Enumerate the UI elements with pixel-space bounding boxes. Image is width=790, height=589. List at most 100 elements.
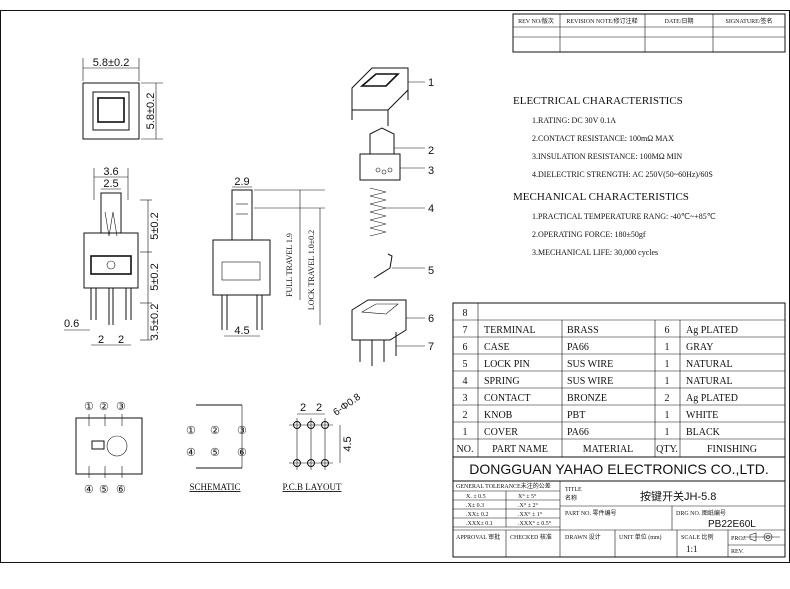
- sheet-border: [0, 10, 790, 563]
- balloon-5: 5: [428, 265, 434, 277]
- tol-angle-4: .XXX° ± 0.5°: [518, 520, 552, 527]
- tol-linear-3: .XX± 0.2: [466, 512, 488, 518]
- company-name: DONGGUAN YAHAO ELECTRONICS CO.,LTD.: [469, 461, 769, 477]
- bom-row-3-qty: 2: [665, 393, 670, 404]
- dim-height-5-mid: 5±0.2: [149, 263, 161, 290]
- bom-row-1-part: COVER: [484, 427, 518, 438]
- bom-row-5-qty: 1: [665, 359, 670, 370]
- top-view: 5.8±0.2 5.8±0.2: [82, 57, 163, 140]
- schematic-pin-4: ④: [186, 447, 196, 459]
- mechanical-item-2: 2.OPERATING FORCE: 180±50gf: [532, 230, 646, 239]
- pcb-dim-hole: 6-Φ0.8: [331, 392, 363, 419]
- bom-header-qty: QTY.: [656, 444, 678, 455]
- pcb-dim-2a: 2: [300, 402, 306, 414]
- bom-row-7-qty: 6: [665, 325, 670, 336]
- schematic-pin-1: ①: [186, 425, 196, 437]
- schematic-view: ① ② ③ ④ ⑤ ⑥ SCHEMATIC: [186, 404, 247, 492]
- dim-top-width: 5.8±0.2: [93, 57, 130, 69]
- pcb-dim-4-5: 4.5: [342, 436, 354, 451]
- dim-side-2-9: 2.9: [234, 176, 249, 188]
- projection-symbol-icon: [744, 532, 780, 542]
- bom-row-7-finishing: Ag PLATED: [686, 325, 738, 336]
- dim-width-3-6: 3.6: [103, 166, 118, 178]
- title-block: DONGGUAN YAHAO ELECTRONICS CO.,LTD. GENE…: [452, 456, 786, 558]
- schematic-pin-6: ⑥: [237, 447, 247, 459]
- bom-row-2-finishing: WHITE: [686, 410, 718, 421]
- balloon-4: 4: [428, 203, 434, 215]
- bom-header-material: MATERIAL: [583, 444, 634, 455]
- dim-pin-0-6: 0.6: [64, 318, 79, 330]
- schematic-pin-2: ②: [210, 425, 220, 437]
- bom-row-4-material: SUS WIRE: [567, 376, 613, 387]
- revision-note-header: REVISION NOTE/修订注释: [566, 17, 637, 25]
- bom-row-1-finishing: BLACK: [686, 427, 721, 438]
- bom-row-7-part: TERMINAL: [484, 325, 536, 336]
- bom-row-1-no: 1: [463, 427, 468, 438]
- bom-row-5-material: SUS WIRE: [567, 359, 613, 370]
- bom-row-1-qty: 1: [665, 427, 670, 438]
- tol-angle-1: X° ± 5°: [518, 493, 537, 500]
- dim-side-4-5: 4.5: [234, 325, 249, 337]
- dim-height-5-top: 5±0.2: [149, 212, 161, 239]
- balloon-7: 7: [428, 341, 434, 353]
- bom-row-7-material: BRASS: [567, 325, 599, 336]
- characteristics-notes: ELECTRICAL CHARACTERISTICS 1.RATING: DC …: [513, 95, 716, 257]
- side-view: 2.9 4.5 FULL TRAVEL 1.9 LOCK TRAVEL 1.0±…: [212, 176, 325, 337]
- date-header: DATE/日期: [665, 17, 694, 25]
- tolerance-title: GENERAL TOLERANCE未注的公差: [456, 482, 551, 490]
- pin-5-label: ⑤: [99, 484, 109, 496]
- balloon-3: 3: [428, 165, 434, 177]
- bom-row-2-material: PBT: [567, 410, 585, 421]
- bom-table: 8 7 TERMINAL BRASS 6 Ag PLATED 6 CASE PA…: [452, 302, 786, 458]
- drg-no-value: PB22E60L: [708, 519, 756, 530]
- pcb-dim-2b: 2: [316, 402, 322, 414]
- exploded-view: 1 2 3 4 5 6 7: [351, 67, 434, 366]
- pin-3-label: ③: [116, 401, 126, 413]
- balloon-6: 6: [428, 313, 434, 325]
- mechanical-item-3: 3.MECHANICAL LIFE: 30,000 cycles: [532, 248, 658, 257]
- bom-row-4-part: SPRING: [484, 376, 520, 387]
- dim-lock-travel: LOCK TRAVEL 1.0±0.2: [307, 230, 316, 310]
- tol-linear-2: .X± 0.3: [466, 503, 484, 509]
- bom-row-4-finishing: NATURAL: [686, 376, 733, 387]
- pin-1-label: ①: [84, 401, 94, 413]
- scale-value: 1:1: [686, 544, 698, 554]
- tol-linear-1: X. ± 0.5: [466, 494, 486, 500]
- mechanical-item-1: 1.PRACTICAL TEMPERATURE RANG: -40℃~+85℃: [532, 212, 716, 221]
- revision-table: REV NO/版次 REVISION NOTE/修订注释 DATE/日期 SIG…: [512, 13, 786, 53]
- title-value: 按键开关JH-5.8: [640, 489, 716, 503]
- title-label: TITLE: [565, 487, 582, 493]
- bom-row-4-qty: 1: [665, 376, 670, 387]
- electrical-item-2: 2.CONTACT RESISTANCE: 100mΩ MAX: [532, 134, 674, 143]
- electrical-item-1: 1.RATING: DC 30V 0.1A: [532, 116, 616, 125]
- tol-angle-3: .XX° ± 1°: [518, 511, 543, 518]
- signature-header: SIGNATURE/签名: [725, 17, 772, 25]
- pin-2-label: ②: [99, 401, 109, 413]
- schematic-pin-3: ③: [237, 425, 247, 437]
- bom-row-6-qty: 1: [665, 342, 670, 353]
- dim-full-travel: FULL TRAVEL 1.9: [285, 233, 294, 297]
- bom-header-no: NO.: [457, 444, 474, 455]
- approval-label: APPROVAL 审批: [456, 533, 500, 541]
- name-label: 名称: [565, 494, 577, 502]
- bom-top-row-no: 8: [463, 308, 468, 319]
- bom-row-6-part: CASE: [484, 342, 510, 353]
- bom-row-6-no: 6: [463, 342, 468, 353]
- proj-label: PROJ.: [731, 536, 747, 542]
- bom-row-3-no: 3: [463, 393, 468, 404]
- pin-6-label: ⑥: [116, 484, 126, 496]
- bom-header-finishing: FINISHING: [707, 444, 757, 455]
- bom-row-2-qty: 1: [665, 410, 670, 421]
- dim-top-height: 5.8±0.2: [145, 93, 157, 130]
- electrical-item-3: 3.INSULATION RESISTANCE: 100MΩ MIN: [532, 152, 682, 161]
- schematic-pin-5: ⑤: [210, 447, 220, 459]
- bom-row-7-no: 7: [463, 325, 468, 336]
- bom-row-4-no: 4: [463, 376, 468, 387]
- pin-4-label: ④: [84, 484, 94, 496]
- bom-row-1-material: PA66: [567, 427, 589, 438]
- bom-row-5-no: 5: [463, 359, 468, 370]
- drawn-label: DRAWN 设计: [565, 533, 601, 541]
- rev-label: REV.: [731, 549, 744, 555]
- dim-pitch-left: 2: [98, 334, 104, 346]
